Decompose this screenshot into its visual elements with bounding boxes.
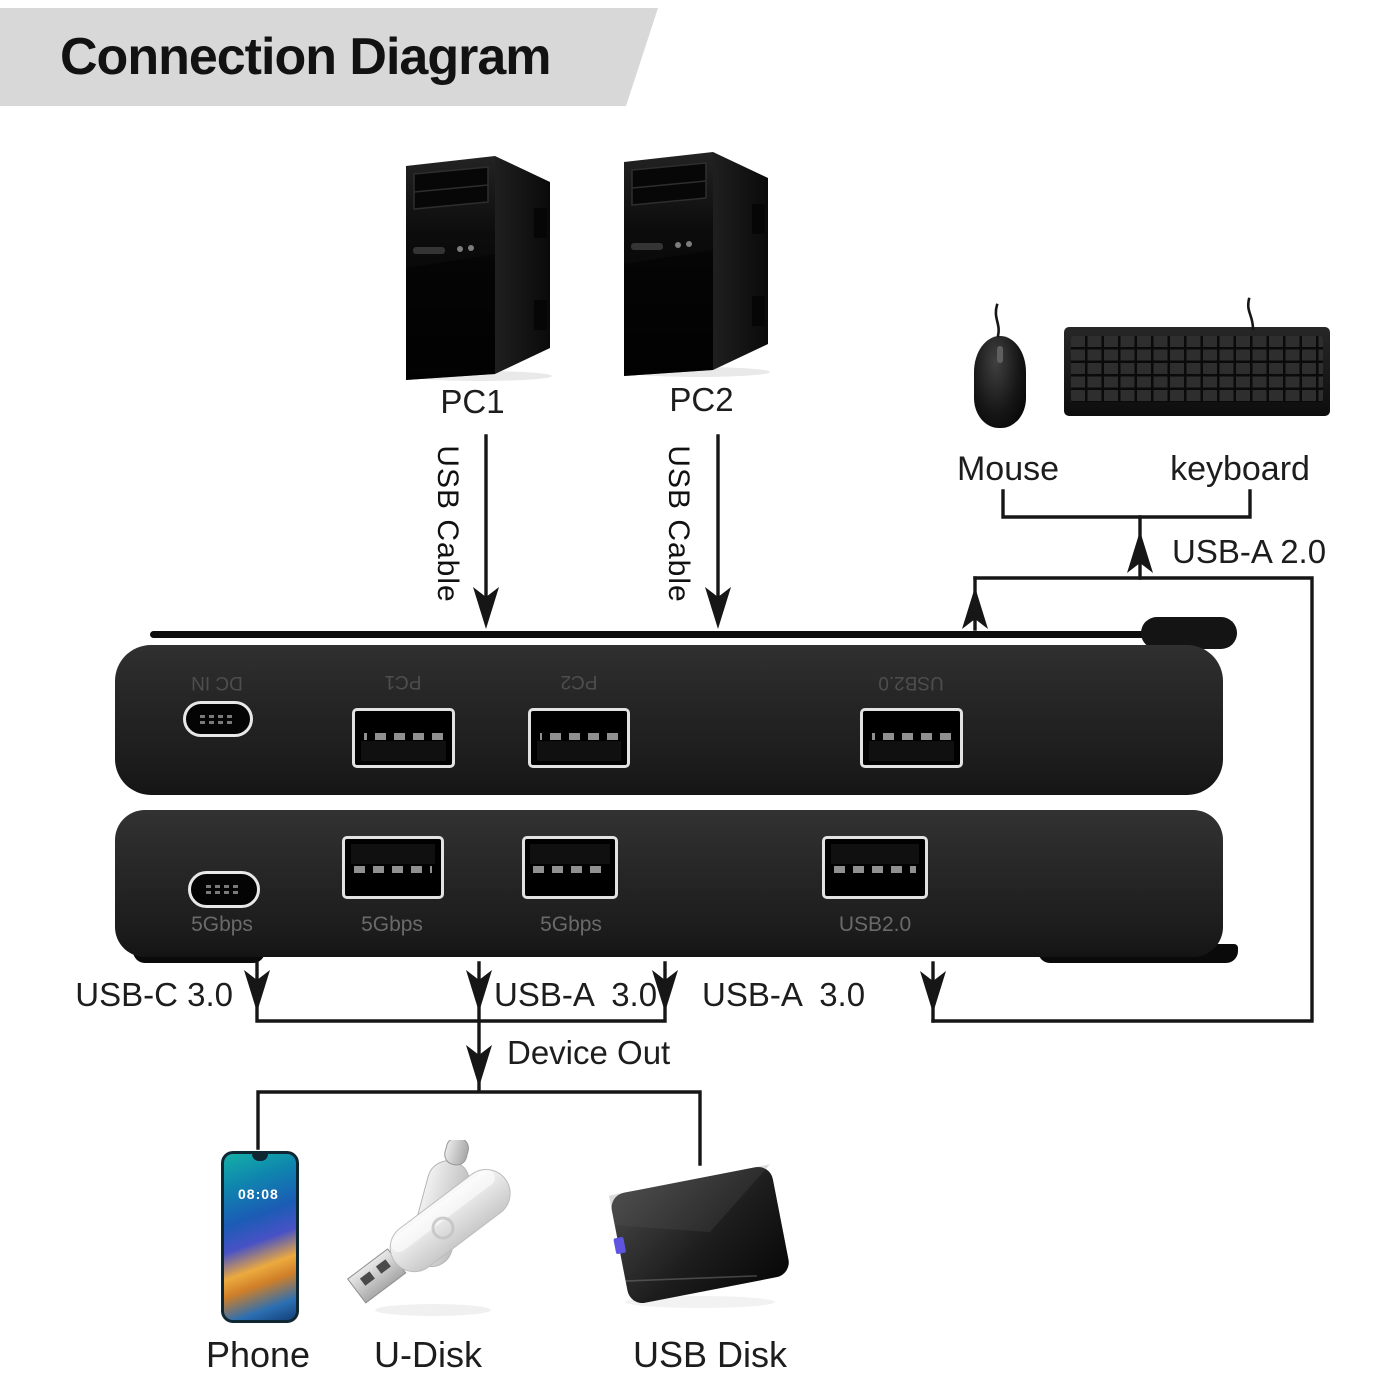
front-usbc-label: 5Gbps xyxy=(191,913,253,936)
phone-notch xyxy=(252,1154,268,1161)
front-usba1-label: 5Gbps xyxy=(361,913,423,936)
front-usbc-port xyxy=(188,871,260,908)
mouse-label: Mouse xyxy=(956,450,1060,488)
pc1-cable-label: USB Cable xyxy=(431,445,464,603)
dc-in-port xyxy=(183,701,253,737)
pc1-arrowhead-down xyxy=(473,587,499,629)
phone-label: Phone xyxy=(205,1334,311,1375)
pc2-tower-image xyxy=(624,152,770,377)
usb-a20-arrowhead-up xyxy=(1127,531,1153,573)
usbc30-arrowhead-down xyxy=(244,970,270,1012)
keyboard-label: keyboard xyxy=(1170,450,1310,488)
title-banner xyxy=(0,8,658,106)
usb20-routing-line xyxy=(931,576,1314,1023)
usb-a20-label: USB-A 2.0 xyxy=(1172,533,1327,570)
pc2-arrowhead-down xyxy=(705,587,731,629)
pc2-cable-label: USB Cable xyxy=(662,445,695,603)
front-usba-port-1 xyxy=(342,836,444,899)
usbdisk-label: USB Disk xyxy=(632,1334,788,1375)
device-out-arrowhead-down xyxy=(466,1045,492,1087)
usba30-1-arrowhead-down xyxy=(466,970,492,1012)
keyboard-keys xyxy=(1071,336,1323,402)
phone-clock: 08:08 xyxy=(238,1186,279,1202)
usb-c30-label: USB-C 3.0 xyxy=(75,976,233,1013)
front-usb20-label: USB2.0 xyxy=(838,913,912,936)
pc1-label: PC1 xyxy=(440,383,505,420)
switch-front-view xyxy=(115,810,1223,957)
front-usb20-arrowhead-down xyxy=(920,971,946,1013)
phone-screen xyxy=(224,1154,296,1320)
device-split-bracket xyxy=(256,1090,702,1166)
back-usb20-arrowhead-up xyxy=(962,587,988,629)
pc1-tower-image xyxy=(406,156,552,381)
pc2-label: PC2 xyxy=(669,381,734,418)
mouse-wheel xyxy=(997,346,1003,363)
usb-a30-label-1: USB-A 3.0 xyxy=(494,976,658,1013)
page-title: Connection Diagram xyxy=(60,28,551,86)
switch-lid-edge xyxy=(150,631,1230,638)
usbdisk-image xyxy=(609,1164,789,1308)
mouse-keyboard-bracket xyxy=(1001,489,1252,519)
front-usb20-port xyxy=(822,836,928,899)
front-usba-port-2 xyxy=(522,836,618,899)
usb-a30-label-2: USB-A 3.0 xyxy=(702,976,866,1013)
udisk-label: U-Disk xyxy=(374,1334,482,1375)
switch-back-view xyxy=(115,645,1223,795)
mouse-cable xyxy=(994,303,1000,338)
device-out-label: Device Out xyxy=(507,1034,671,1071)
keyboard-cable xyxy=(1247,297,1255,331)
front-usba2-label: 5Gbps xyxy=(540,913,602,936)
switch-lid-bump xyxy=(1141,617,1237,649)
usba30-2-arrowhead-down xyxy=(652,970,678,1012)
udisk-image xyxy=(347,1140,511,1316)
